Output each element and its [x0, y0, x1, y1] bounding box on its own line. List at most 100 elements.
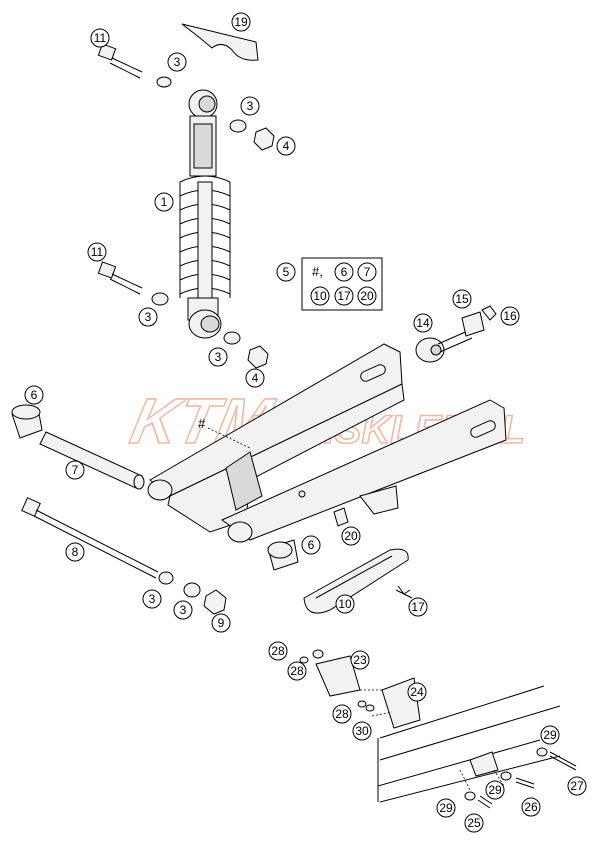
- spacer-bushing: [333, 507, 349, 527]
- axle-washer-2: [183, 582, 201, 598]
- kit-item-7: 7: [357, 262, 377, 282]
- frame-outline: [377, 685, 561, 803]
- washer-lower-left: [151, 292, 169, 306]
- callout-7: 7: [65, 460, 85, 480]
- svg-text:3: 3: [145, 310, 152, 324]
- svg-text:11: 11: [94, 31, 107, 45]
- svg-text:23: 23: [353, 653, 367, 667]
- svg-text:5: 5: [283, 265, 290, 279]
- callout-6-right: 6: [301, 535, 321, 555]
- svg-text:29: 29: [543, 728, 557, 742]
- svg-text:25: 25: [467, 816, 481, 830]
- kit-box: #, 6 7 10 17 20: [301, 257, 383, 311]
- callout-3-lower-right: 3: [208, 347, 228, 367]
- shock-absorber: [179, 89, 231, 339]
- svg-text:20: 20: [360, 289, 374, 303]
- bolt-top: [97, 43, 143, 79]
- bushing-left: [11, 404, 43, 439]
- svg-text:29: 29: [488, 783, 502, 797]
- washer-top-left: [156, 76, 172, 88]
- nut-top: [253, 127, 275, 151]
- bushing-right-end: [267, 541, 293, 559]
- washer-29-low: [464, 791, 476, 801]
- callout-3-top-left: 3: [167, 52, 187, 72]
- bolt-25: [477, 795, 493, 809]
- callout-6-left: 6: [24, 385, 44, 405]
- callout-1: 1: [154, 192, 174, 212]
- callout-20: 20: [341, 526, 361, 546]
- svg-text:9: 9: [218, 616, 225, 630]
- clip-plate: [181, 23, 259, 61]
- svg-text:27: 27: [570, 779, 584, 793]
- hash-marker: #: [198, 416, 206, 431]
- chain-slider-edge: [315, 555, 393, 599]
- kit-box-hash: #,: [312, 264, 323, 279]
- bolt-27: [549, 751, 577, 771]
- svg-text:17: 17: [337, 289, 351, 303]
- svg-text:8: 8: [72, 545, 79, 559]
- callout-30: 30: [352, 721, 372, 741]
- svg-text:10: 10: [313, 289, 327, 303]
- svg-text:3: 3: [215, 350, 222, 364]
- sleeve-end: [133, 474, 145, 490]
- washer-29-right: [536, 747, 548, 757]
- svg-text:7: 7: [72, 463, 79, 477]
- svg-text:24: 24: [410, 685, 424, 699]
- svg-text:3: 3: [247, 99, 254, 113]
- svg-text:6: 6: [308, 538, 315, 552]
- svg-text:28: 28: [335, 707, 349, 721]
- svg-text:3: 3: [174, 55, 181, 69]
- svg-text:11: 11: [91, 245, 104, 259]
- callout-3-axle-1: 3: [142, 589, 162, 609]
- swingarm: [147, 343, 507, 543]
- nut-lower: [247, 345, 269, 369]
- callout-11-lower: 11: [87, 242, 107, 262]
- svg-text:15: 15: [455, 292, 469, 306]
- svg-text:10: 10: [338, 597, 352, 611]
- callout-3-top-right: 3: [240, 96, 260, 116]
- svg-text:3: 3: [149, 592, 156, 606]
- kit-item-10: 10: [310, 286, 330, 306]
- callout-28-a: 28: [268, 641, 288, 661]
- callout-27: 27: [567, 776, 587, 796]
- svg-text:4: 4: [283, 139, 290, 153]
- svg-text:19: 19: [234, 15, 248, 29]
- callout-8: 8: [65, 542, 85, 562]
- svg-text:16: 16: [503, 309, 517, 323]
- chain-adjuster: [415, 305, 497, 363]
- washer-lower-right: [223, 331, 241, 345]
- svg-text:28: 28: [271, 644, 285, 658]
- callout-5: 5: [276, 262, 296, 282]
- callout-29-right: 29: [540, 725, 560, 745]
- frame-leader: [459, 769, 505, 791]
- callout-3-axle-2: 3: [173, 600, 193, 620]
- sleeve-tube: [39, 431, 143, 489]
- callout-15: 15: [452, 289, 472, 309]
- callout-11-top: 11: [90, 28, 110, 48]
- callout-23: 23: [350, 650, 370, 670]
- svg-text:30: 30: [355, 724, 369, 738]
- washer-top-right: [229, 119, 247, 133]
- callout-24: 24: [407, 682, 427, 702]
- callout-19: 19: [231, 12, 251, 32]
- kit-item-20: 20: [357, 286, 377, 306]
- svg-text:28: 28: [290, 664, 304, 678]
- svg-text:1: 1: [161, 195, 168, 209]
- callout-17: 17: [408, 597, 428, 617]
- callout-4-top: 4: [276, 136, 296, 156]
- svg-text:6: 6: [341, 265, 348, 279]
- callout-29-low: 29: [436, 798, 456, 818]
- svg-text:20: 20: [344, 529, 358, 543]
- callout-28-c: 28: [332, 704, 352, 724]
- callout-3-lower-left: 3: [138, 307, 158, 327]
- callout-26: 26: [521, 797, 541, 817]
- callout-14: 14: [413, 313, 433, 333]
- callout-4-lower: 4: [245, 368, 265, 388]
- svg-text:14: 14: [416, 316, 430, 330]
- svg-text:6: 6: [31, 388, 38, 402]
- slider-screw: [395, 585, 413, 599]
- bolt-lower: [97, 261, 143, 295]
- callout-25: 25: [464, 813, 484, 833]
- svg-text:7: 7: [364, 265, 371, 279]
